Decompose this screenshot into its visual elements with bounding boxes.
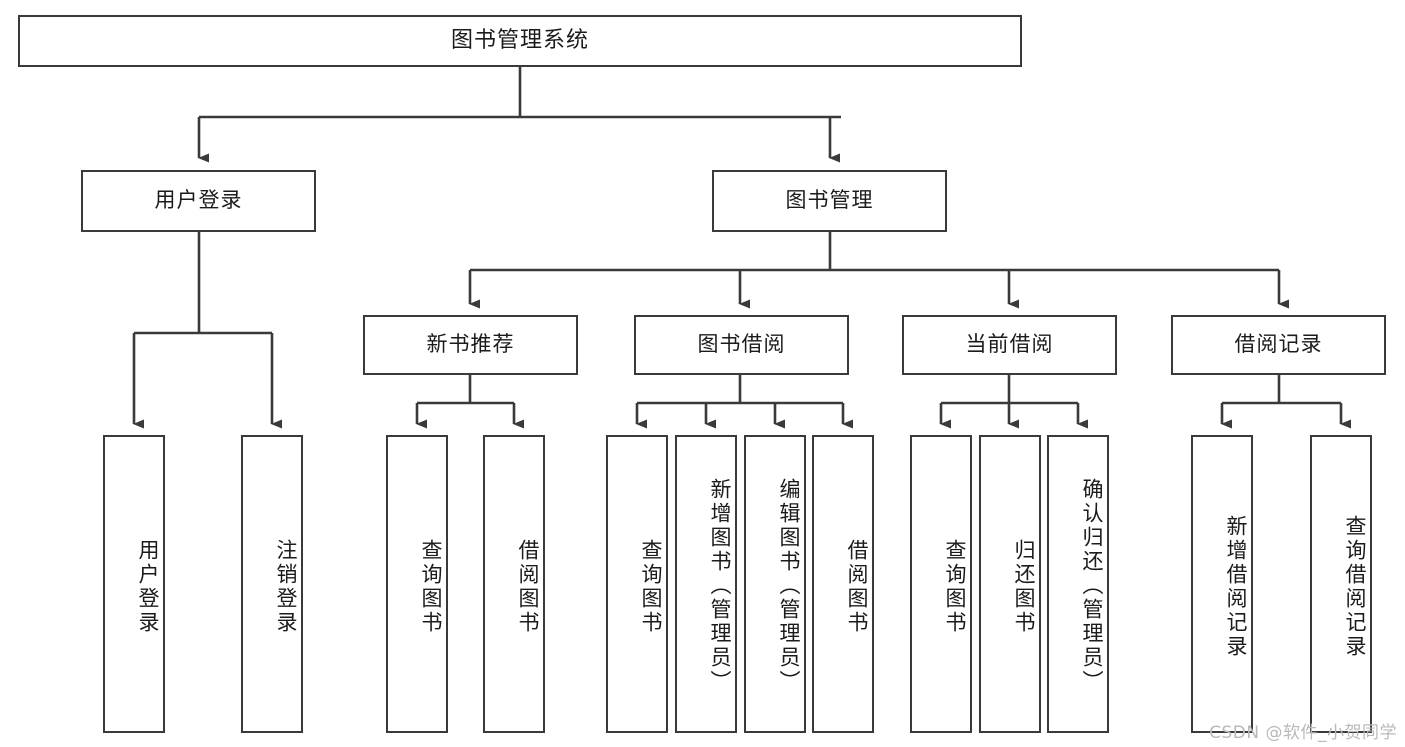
leaf-user-login-login[interactable]: 用户登录 <box>103 435 165 733</box>
node-book-borrow[interactable]: 图书借阅 <box>634 315 849 375</box>
node-root-system[interactable]: 图书管理系统 <box>18 15 1022 67</box>
leaf-book-borrow-edit[interactable]: 编辑图书（管理员） <box>744 435 806 733</box>
leaf-book-borrow-add[interactable]: 新增图书（管理员） <box>675 435 737 733</box>
leaf-current-borrow-query[interactable]: 查询图书 <box>910 435 972 733</box>
leaf-new-book-borrow[interactable]: 借阅图书 <box>483 435 545 733</box>
leaf-book-borrow-query[interactable]: 查询图书 <box>606 435 668 733</box>
node-new-book-recommend[interactable]: 新书推荐 <box>363 315 578 375</box>
leaf-book-borrow-borrow[interactable]: 借阅图书 <box>812 435 874 733</box>
node-user-login[interactable]: 用户登录 <box>81 170 316 232</box>
node-current-borrow[interactable]: 当前借阅 <box>902 315 1117 375</box>
leaf-current-borrow-return[interactable]: 归还图书 <box>979 435 1041 733</box>
leaf-current-borrow-confirm-return[interactable]: 确认归还（管理员） <box>1047 435 1109 733</box>
leaf-borrow-record-query[interactable]: 查询借阅记录 <box>1310 435 1372 733</box>
leaf-borrow-record-add[interactable]: 新增借阅记录 <box>1191 435 1253 733</box>
leaf-new-book-query[interactable]: 查询图书 <box>386 435 448 733</box>
node-borrow-record[interactable]: 借阅记录 <box>1171 315 1386 375</box>
leaf-user-login-logout[interactable]: 注销登录 <box>241 435 303 733</box>
node-book-management[interactable]: 图书管理 <box>712 170 947 232</box>
watermark-text: CSDN @软件_小贺同学 <box>1209 723 1397 743</box>
